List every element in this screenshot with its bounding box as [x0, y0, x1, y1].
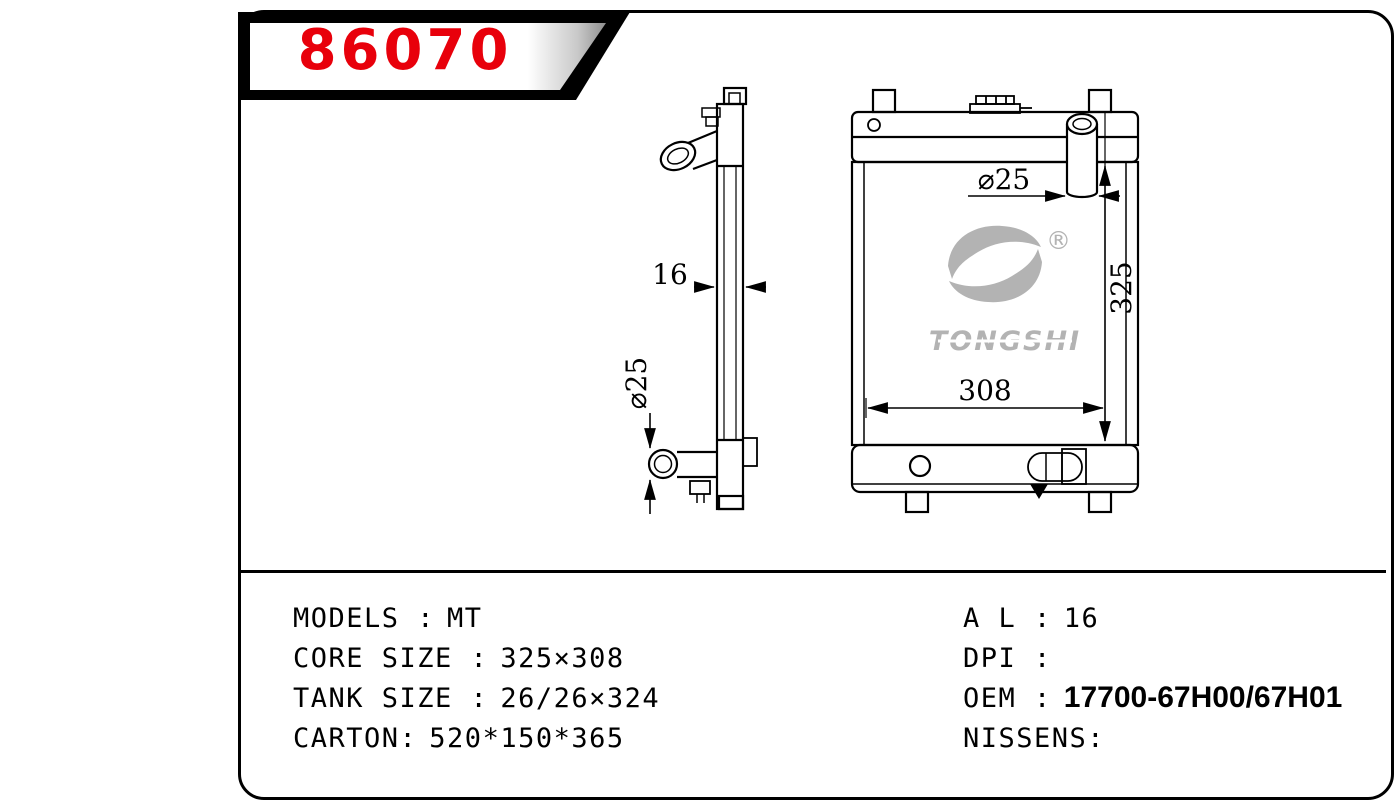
part-number: 86070 — [297, 18, 513, 83]
spec-value: 520*150*365 — [429, 722, 625, 754]
filler-cap — [969, 95, 1032, 114]
spec-row-al: A L : 16 — [963, 598, 1342, 638]
logo-swoosh-bottom — [949, 249, 1042, 303]
spec-label: NISSENS: — [963, 722, 1106, 754]
front-view-dimensions — [865, 112, 1120, 442]
spec-label: OEM : — [963, 682, 1052, 714]
dim-core-height: 325 — [1105, 261, 1138, 314]
spec-row-oem: OEM : 17700-67H00/67H01 — [963, 678, 1342, 718]
spec-row-carton: CARTON: 520*150*365 — [293, 718, 660, 758]
spec-column-left: MODELS : MT CORE SIZE : 325×308 TANK SIZ… — [293, 598, 660, 758]
part-number-banner — [238, 12, 630, 100]
spec-column-right: A L : 16 DPI : OEM : 17700-67H00/67H01 N… — [963, 598, 1342, 758]
logo-swoosh-top — [948, 225, 1041, 279]
spec-label: A L : — [963, 602, 1052, 634]
spec-label: MODELS : — [293, 602, 436, 634]
spec-row-core-size: CORE SIZE : 325×308 — [293, 638, 660, 678]
dim-core-width: 308 — [958, 374, 1011, 407]
spec-value: MT — [447, 602, 483, 634]
registered-mark: ® — [1046, 226, 1071, 255]
tongshi-logo: ® TONGSHI — [929, 225, 1079, 357]
banner-white-shape — [250, 23, 606, 90]
side-view-dimensions — [644, 281, 766, 514]
spec-row-nissens: NISSENS: — [963, 718, 1342, 758]
spec-label: DPI : — [963, 642, 1052, 674]
sheet-border — [238, 10, 1394, 800]
side-view-drawing — [647, 86, 758, 511]
spec-label: CORE SIZE : — [293, 642, 489, 674]
spec-value: 26/26×324 — [500, 682, 661, 714]
spec-row-tank-size: TANK SIZE : 26/26×324 — [293, 678, 660, 718]
front-view-drawing — [850, 88, 1140, 514]
spec-value: 325×308 — [500, 642, 625, 674]
spec-row-models: MODELS : MT — [293, 598, 660, 638]
spec-row-dpi: DPI : — [963, 638, 1342, 678]
dim-side-pipe-diameter: ⌀25 — [620, 357, 653, 410]
spec-label: TANK SIZE : — [293, 682, 489, 714]
spec-value: 16 — [1063, 602, 1100, 634]
spec-label: CARTON: — [293, 722, 418, 754]
dim-side-thickness: 16 — [652, 258, 688, 291]
spec-value-oem: 17700-67H00/67H01 — [1063, 681, 1343, 714]
spec-divider — [241, 570, 1386, 573]
dim-front-pipe-diameter: ⌀25 — [978, 163, 1031, 196]
